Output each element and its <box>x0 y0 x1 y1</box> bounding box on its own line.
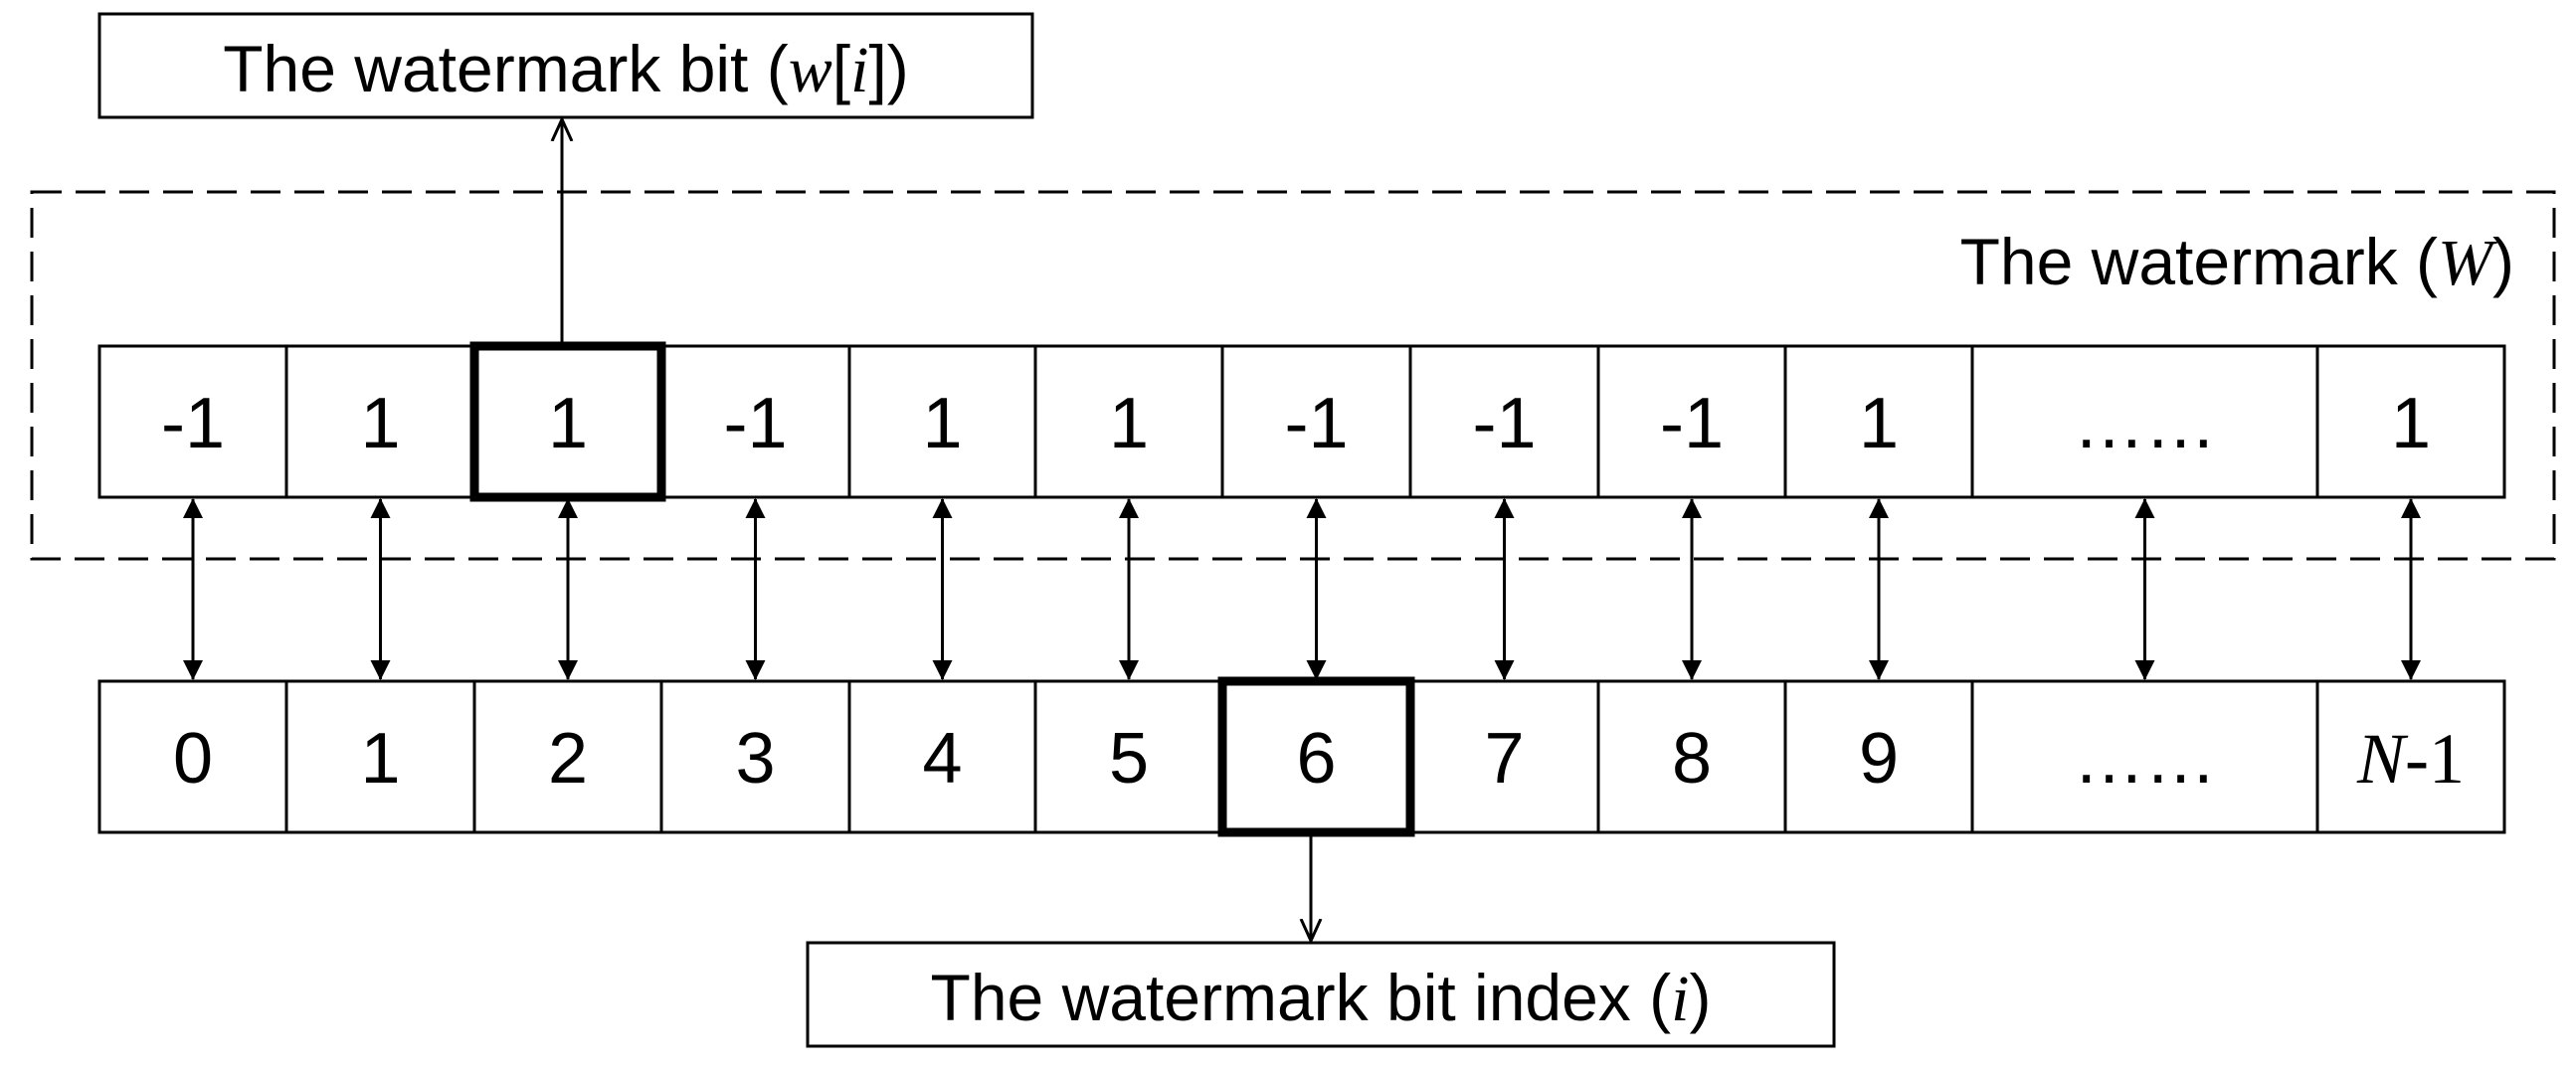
index-cell: 8 <box>1672 719 1712 799</box>
watermark-label-var-w: W <box>2438 227 2497 299</box>
watermark-index-label-suffix: ) <box>1689 961 1711 1034</box>
watermark-bits-row: -1 1 1 -1 1 1 -1 -1 -1 1 …… 1 <box>97 341 2506 502</box>
watermark-bit-label-var-w: w <box>789 34 832 106</box>
watermark-bit-cell: -1 <box>1472 384 1536 463</box>
watermark-bit-cell: 1 <box>1109 384 1149 463</box>
index-cell: 1 <box>360 719 400 799</box>
index-cell: 7 <box>1484 719 1524 799</box>
index-cell: 3 <box>735 719 775 799</box>
watermark-index-label-prefix: The watermark bit index ( <box>931 961 1672 1034</box>
watermark-bits-frame <box>97 344 2506 499</box>
watermark-index-label-var-i: i <box>1671 963 1689 1035</box>
bit-index-connectors <box>183 498 2421 680</box>
watermark-bit-cell: -1 <box>723 384 787 463</box>
index-row: 0 1 2 3 4 5 6 7 8 9 …… N-1 <box>97 676 2506 837</box>
watermark-label: The watermark (W) <box>1960 225 2514 299</box>
watermark-bit-cell: -1 <box>1284 384 1348 463</box>
watermark-bit-cell: 1 <box>548 384 588 463</box>
index-cell-suffix: -1 <box>2405 719 2465 799</box>
watermark-bit-cell: 1 <box>1859 384 1899 463</box>
watermark-bit-cell: 1 <box>2391 384 2431 463</box>
index-cell-var: N <box>2356 719 2409 799</box>
watermark-bit-label-prefix: The watermark bit ( <box>223 32 788 105</box>
highlighted-index-cell <box>1217 676 1415 837</box>
watermark-bit-cell: 1 <box>922 384 962 463</box>
index-frame <box>97 679 2506 834</box>
watermark-bit-cell: -1 <box>161 384 225 463</box>
watermark-bit-label-var-i: i <box>850 34 868 106</box>
highlighted-bit-cell <box>469 341 666 502</box>
watermark-bit-cell: -1 <box>1660 384 1724 463</box>
watermark-bit-cell: …… <box>2074 384 2217 463</box>
watermark-label-prefix: The watermark ( <box>1960 225 2438 298</box>
index-cell: 4 <box>922 719 962 799</box>
watermark-label-suffix: ) <box>2492 225 2514 298</box>
index-cell: 9 <box>1859 719 1899 799</box>
index-cell: 0 <box>173 719 213 799</box>
watermark-bit-label: The watermark bit (w[i]) <box>223 32 909 106</box>
index-cell: 6 <box>1296 719 1336 799</box>
watermark-index-label-box <box>806 941 1836 1048</box>
index-cell: N-1 <box>2356 719 2465 799</box>
watermark-bit-label-box <box>97 12 1034 119</box>
watermark-bit-cell: 1 <box>360 384 400 463</box>
watermark-bit-label-bracket: [ <box>832 32 850 105</box>
watermark-index-label: The watermark bit index (i) <box>931 961 1712 1035</box>
index-cell: 5 <box>1109 719 1149 799</box>
index-cell: 2 <box>548 719 588 799</box>
watermark-bit-label-suffix: ]) <box>868 32 908 105</box>
index-cell: …… <box>2074 719 2217 799</box>
